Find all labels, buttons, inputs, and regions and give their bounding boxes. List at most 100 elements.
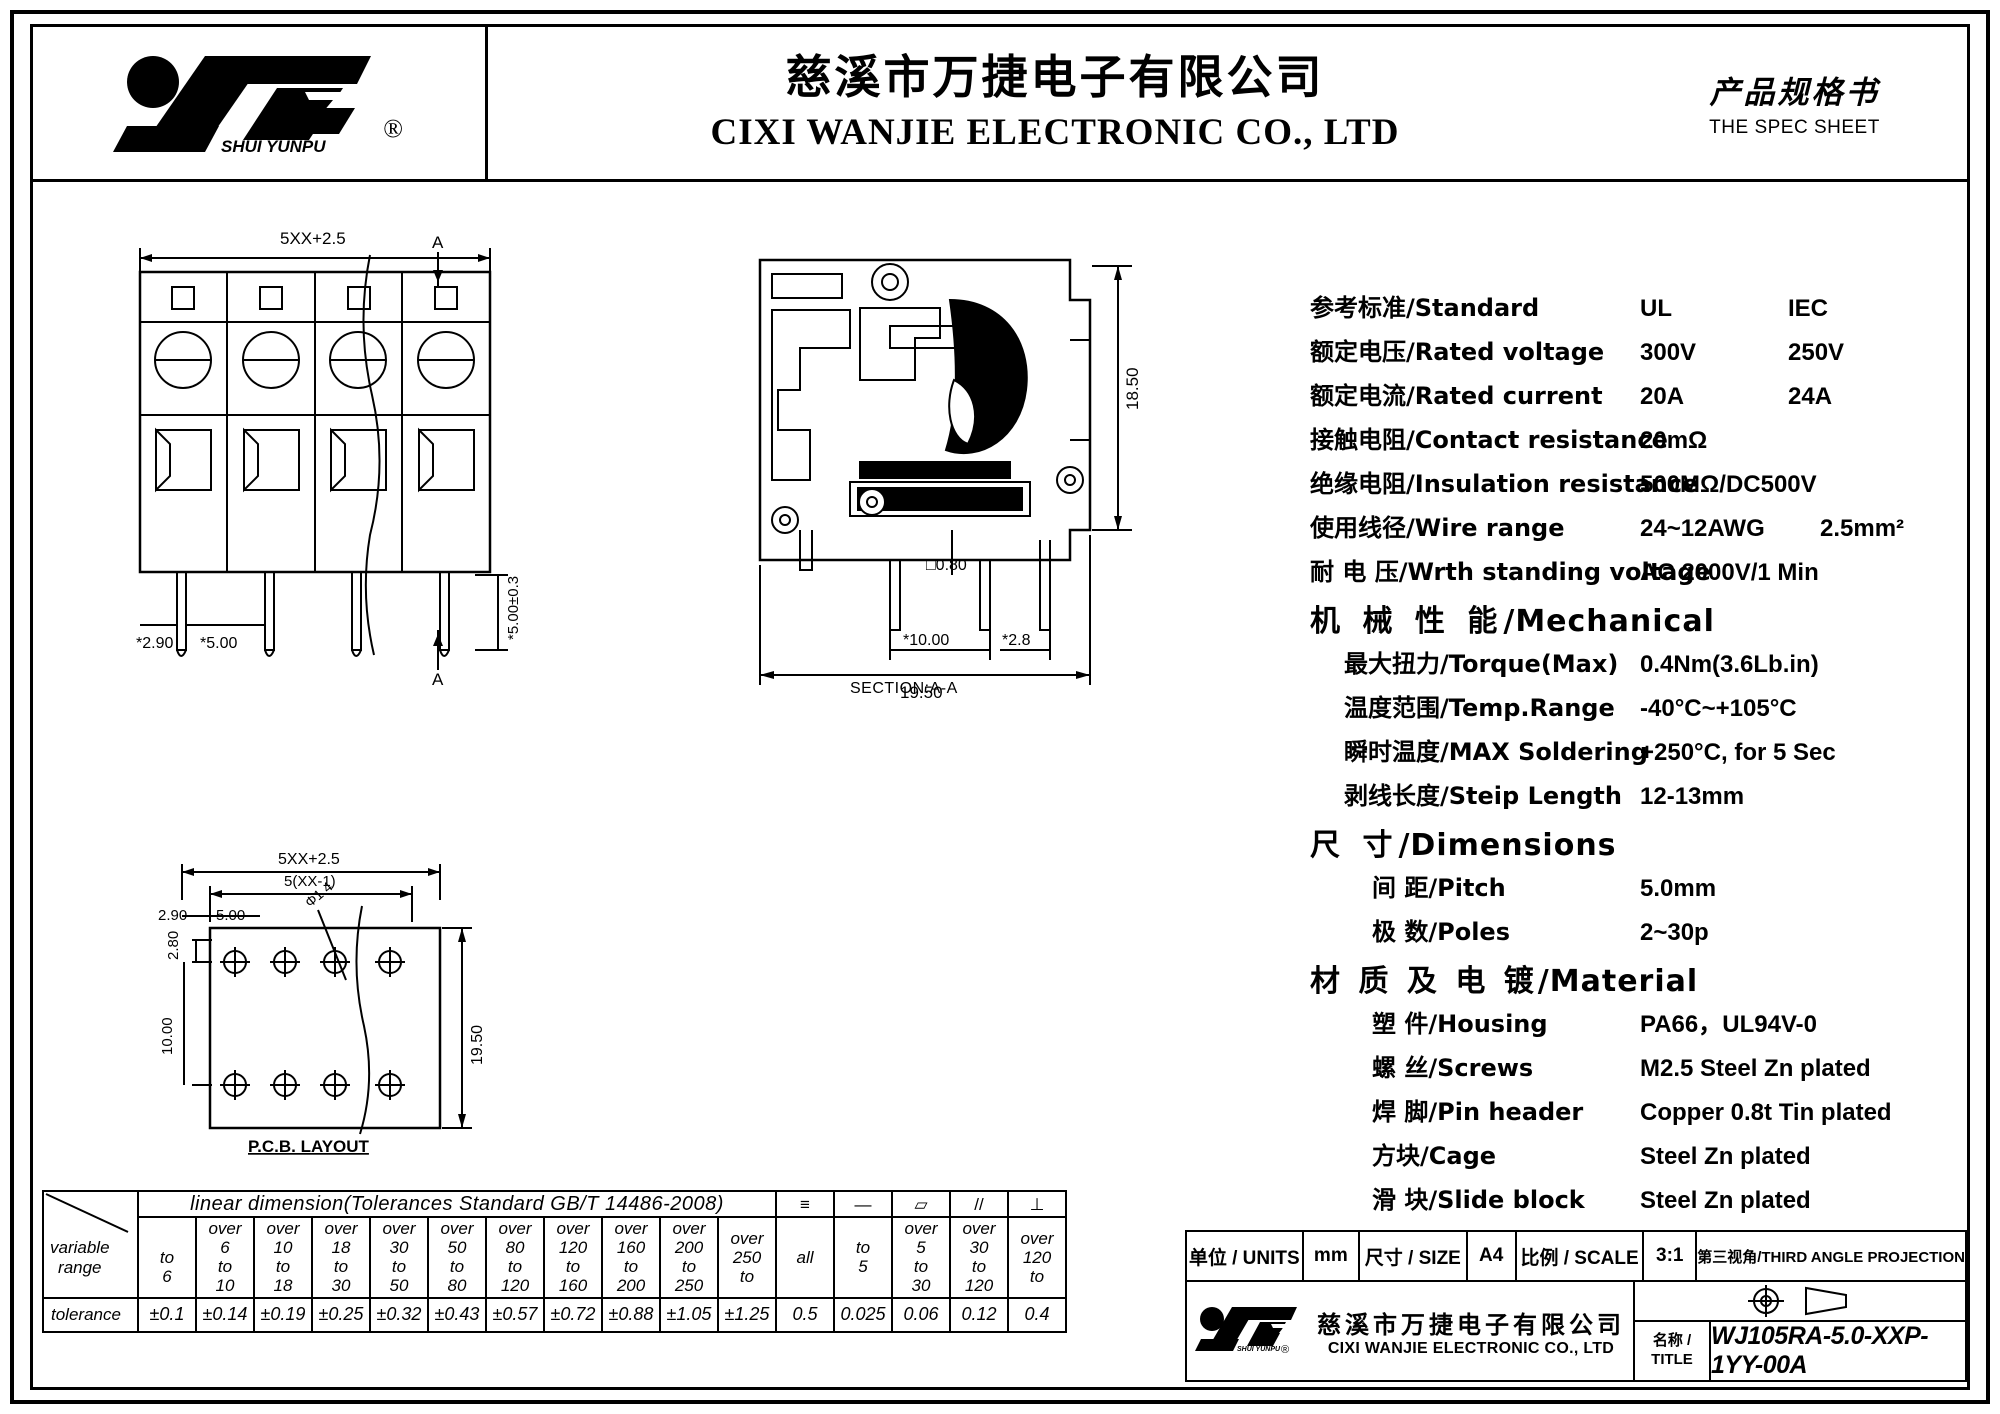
registered-trademark-icon: ® [383, 114, 403, 143]
specification-list: 参考标准/Standard UL IEC 额定电压/Rated voltage … [1310, 288, 1950, 1224]
spec-label-withstanding-voltage: 耐 电 压/Wrth standing voltage [1310, 558, 1711, 586]
front-dim-total: 5XX+2.5 [280, 230, 346, 248]
symbol-parallel-icon: // [949, 1189, 1009, 1219]
tolerance-corner-cell: variable range [42, 1190, 139, 1299]
section-dim-pin-edge: *2.8 [1002, 632, 1031, 649]
spec-label-housing: 塑 件/Housing [1372, 1010, 1548, 1038]
section-header-mechanical: 机 械 性 能/Mechanical [1310, 604, 1715, 639]
tolerance-values-row: tolerance ±0.1 ±0.14 ±0.19 ±0.25 ±0.32 ±… [42, 1296, 1067, 1333]
spec-value-cage: Steel Zn plated [1640, 1143, 1811, 1170]
section-view-drawing: 18.50 □0.80 *10.00 *2.8 19.50 SECTION:A-… [740, 230, 1160, 705]
spec-value-poles: 2~30p [1640, 919, 1709, 946]
size-label: 尺寸 / SIZE [1360, 1232, 1468, 1280]
tolerance-value: ±0.43 [427, 1296, 487, 1333]
tolerance-value: ±0.57 [485, 1296, 545, 1333]
tolerance-value: ±0.72 [543, 1296, 603, 1333]
section-mark-bottom: A [432, 670, 444, 689]
spec-label-pin-header: 焊 脚/Pin header [1372, 1098, 1584, 1126]
spec-value-contact-resistance: 20mΩ [1640, 427, 1708, 454]
part-number-value: WJ105RA-5.0-XXP-1YY-00A [1711, 1322, 1929, 1379]
spec-row-max-soldering: 瞬时温度/MAX Soldering +250°C, for 5 Sec [1310, 732, 1950, 776]
front-dim-pin-offset: *2.90 [136, 635, 173, 652]
tolerance-value: 0.06 [891, 1296, 951, 1333]
title-block-projection-area: 名称 / TITLE WJ105RA-5.0-XXP-1YY-00A [1635, 1282, 1965, 1380]
section-dim-width: 19.50 [900, 683, 943, 700]
spec-row-poles: 极 数/Poles 2~30p [1310, 912, 1950, 956]
units-value: mm [1304, 1232, 1361, 1280]
spec-row-rated-current: 额定电流/Rated current 20A 24A [1310, 376, 1950, 420]
symbol-perpendicular-icon: ⊥ [1007, 1189, 1067, 1219]
pcb-dim-row2: 10.00 [159, 1017, 176, 1055]
sheet-header: SHUI YUNPU ® 慈溪市万捷电子有限公司 CIXI WANJIE ELE… [33, 27, 1967, 182]
tolerance-value: 0.12 [949, 1296, 1009, 1333]
tolerance-value: ±1.25 [717, 1296, 777, 1333]
spec-row-wire-range: 使用线径/Wire range 24~12AWG 2.5mm² [1310, 508, 1950, 552]
title-block-logo-icon: SHUI YUNPU ® [1195, 1303, 1307, 1360]
spec-label-wire-range: 使用线径/Wire range [1310, 514, 1565, 542]
spec-value-screws: M2.5 Steel Zn plated [1640, 1055, 1871, 1082]
company-name-cn: 慈溪市万捷电子有限公司 [785, 52, 1325, 104]
spec-label-temp-range: 温度范围/Temp.Range [1344, 694, 1615, 722]
title-block-company-en: CIXI WANJIE ELECTRONIC CO., LTD [1327, 1339, 1615, 1357]
pcb-dim-total: 5XX+2.5 [278, 851, 340, 868]
title-block-title-row: 名称 / TITLE WJ105RA-5.0-XXP-1YY-00A [1635, 1322, 1965, 1380]
spec-label-max-soldering: 瞬时温度/MAX Soldering [1344, 738, 1648, 766]
spec-row-screws: 螺 丝/Screws M2.5 Steel Zn plated [1310, 1048, 1950, 1092]
tolerance-row-label: tolerance [42, 1296, 139, 1333]
spec-row-rated-voltage: 额定电压/Rated voltage 300V 250V [1310, 332, 1950, 376]
spec-value-pin-header: Copper 0.8t Tin plated [1640, 1099, 1892, 1126]
pcb-layout-drawing: 5XX+2.5 5(XX-1) 2.90 5.00 Φ1.4 2.80 10.0… [150, 850, 510, 1165]
tolerance-value: ±0.14 [195, 1296, 255, 1333]
spec-row-torque: 最大扭力/Torque(Max) 0.4Nm(3.6Lb.in) [1310, 644, 1950, 688]
spec-label-rated-voltage: 额定电压/Rated voltage [1310, 338, 1605, 366]
spec-value-rated-current-iec: 24A [1788, 383, 1833, 410]
spec-row-contact-resistance: 接触电阻/Contact resistance 20mΩ [1310, 420, 1950, 464]
spec-label-insulation-resistance: 绝缘电阻/Insulation resistance [1310, 470, 1699, 498]
section-header-material: 材 质 及 电 镀/Material [1310, 964, 1699, 999]
pcb-dim-row1: 2.80 [165, 931, 182, 960]
scale-label: 比例 / SCALE [1517, 1232, 1645, 1280]
shuiyunpu-logo-icon: SHUI YUNPU ® [109, 48, 409, 158]
spec-value-standard-ul: UL [1640, 295, 1672, 322]
section-mark-top: A [432, 233, 444, 252]
scale-value: 3:1 [1644, 1232, 1698, 1280]
spec-label-rated-current: 额定电流/Rated current [1310, 382, 1603, 410]
spec-row-pin-header: 焊 脚/Pin header Copper 0.8t Tin plated [1310, 1092, 1950, 1136]
doc-type-en: THE SPEC SHEET [1709, 117, 1880, 138]
spec-value-wire-range-mm2: 2.5mm² [1820, 515, 1905, 542]
section-caption: SECTION:A-A [850, 680, 958, 697]
spec-value-rated-voltage-ul: 300V [1640, 339, 1697, 366]
spec-label-strip-length: 剥线长度/Steip Length [1344, 782, 1622, 810]
doc-type-block: 产品规格书 THE SPEC SHEET [1622, 27, 1967, 179]
spec-label-slide-block: 滑 块/Slide block [1372, 1186, 1585, 1214]
tolerance-value: 0.4 [1007, 1296, 1067, 1333]
title-block: 单位 / UNITS mm 尺寸 / SIZE A4 比例 / SCALE 3:… [1185, 1230, 1967, 1382]
spec-value-insulation-resistance: 500MΩ/DC500V [1640, 471, 1817, 498]
spec-row-cage: 方块/Cage Steel Zn plated [1310, 1136, 1950, 1180]
spec-value-pitch: 5.0mm [1640, 875, 1717, 902]
spec-value-standard-iec: IEC [1788, 295, 1829, 322]
tolerance-value: 0.5 [775, 1296, 835, 1333]
range-cell: all [775, 1216, 835, 1299]
spec-row-withstanding-voltage: 耐 电 压/Wrth standing voltage AC 2000V/1 M… [1310, 552, 1950, 596]
spec-value-wire-range-awg: 24~12AWG [1640, 515, 1765, 542]
tolerance-table: variable range linear dimension(Toleranc… [42, 1189, 1067, 1333]
spec-row-insulation-resistance: 绝缘电阻/Insulation resistance 500MΩ/DC500V [1310, 464, 1950, 508]
drawing-inner-border [30, 24, 1970, 1390]
company-logo: SHUI YUNPU ® [33, 27, 488, 179]
spec-value-rated-voltage-iec: 250V [1788, 339, 1845, 366]
tolerance-value: ±0.32 [369, 1296, 429, 1333]
spec-label-torque: 最大扭力/Torque(Max) [1344, 650, 1619, 678]
symbol-straightness-icon: — [833, 1189, 893, 1219]
tolerance-header-row: variable range linear dimension(Toleranc… [42, 1189, 1067, 1299]
tolerance-value: ±0.25 [311, 1296, 371, 1333]
logo-wordmark: SHUI YUNPU [221, 137, 326, 156]
